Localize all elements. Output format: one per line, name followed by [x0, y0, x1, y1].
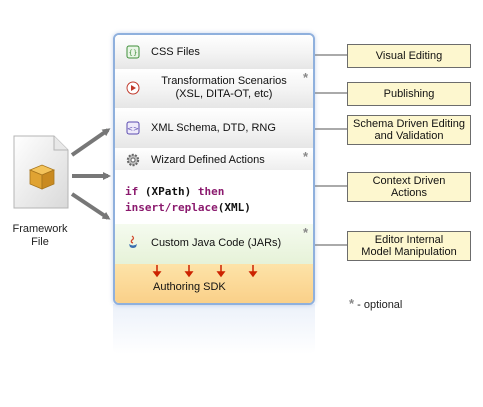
row-label: Wizard Defined Actions	[151, 154, 265, 166]
row-label: Transformation Scenarios (XSL, DITA-OT, …	[161, 75, 287, 100]
code-line-2: insert/replace(XML)	[125, 201, 251, 214]
row-transformation-scenarios: Transformation Scenarios (XSL, DITA-OT, …	[115, 69, 313, 109]
optional-marker: *	[302, 225, 308, 240]
row-label: CSS Files	[151, 46, 200, 58]
framework-file-label: Framework File	[12, 223, 68, 248]
authoring-sdk-block: Authoring SDK	[115, 264, 313, 303]
gear-icon	[126, 153, 140, 167]
xml-schema-icon: <>	[126, 121, 140, 135]
panel-reflection	[113, 304, 315, 354]
sdk-arrows	[152, 265, 258, 278]
callout-schema-driven-editing: Schema Driven Editing and Validation	[347, 115, 471, 145]
row-css-files: {} CSS Files	[115, 35, 313, 70]
framework-panel: {} CSS Files Transformation Scenarios (X…	[113, 33, 315, 305]
framework-file-icon	[12, 134, 70, 210]
callout-visual-editing: Visual Editing	[347, 44, 471, 68]
css-icon: {}	[126, 45, 140, 59]
box-icon	[28, 164, 56, 190]
row-label: Custom Java Code (JARs)	[151, 237, 282, 249]
optional-marker: *	[302, 70, 308, 85]
code-line-1: if (XPath) then	[125, 185, 225, 198]
row-wizard-actions: Wizard Defined Actions * if (XPath) then…	[115, 148, 313, 225]
callout-editor-internal-model: Editor Internal Model Manipulation	[347, 231, 471, 261]
row-xml-schema: <> XML Schema, DTD, RNG	[115, 108, 313, 149]
row-label: XML Schema, DTD, RNG	[151, 122, 276, 134]
sdk-label: Authoring SDK	[153, 281, 226, 293]
play-icon	[126, 81, 140, 95]
optional-legend: * - optional	[349, 296, 403, 311]
callout-publishing: Publishing	[347, 82, 471, 106]
java-icon	[129, 235, 137, 248]
svg-text:<>: <>	[127, 125, 139, 133]
callout-context-driven-actions: Context Driven Actions	[347, 172, 471, 202]
arrow-to-java	[70, 192, 111, 220]
svg-text:{}: {}	[129, 49, 138, 57]
row-java-code: Custom Java Code (JARs) *	[115, 224, 313, 265]
optional-marker: *	[302, 149, 308, 164]
arrow-to-css	[70, 128, 111, 157]
